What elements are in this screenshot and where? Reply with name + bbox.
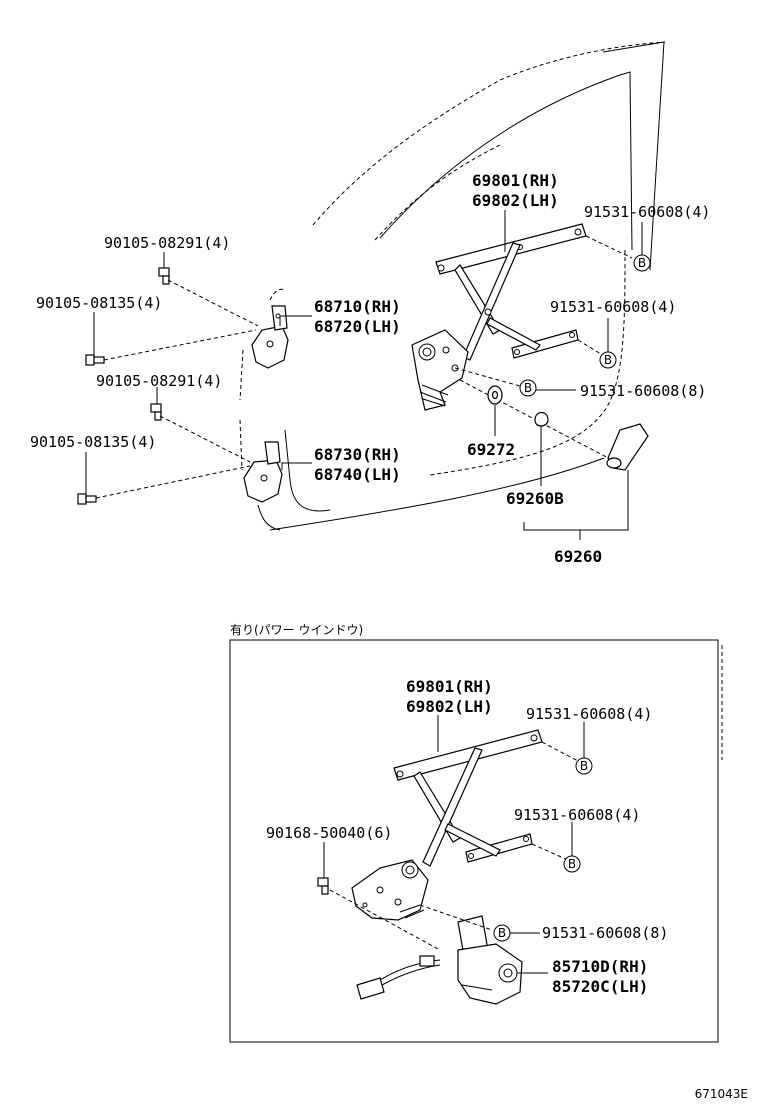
door-outline [239, 41, 666, 531]
label-85720c-lh: 85720C(LH) [552, 977, 648, 996]
power-window-box [229, 639, 719, 1043]
svg-text:B: B [604, 353, 612, 367]
reference-b-circle-icon: B B B [519, 254, 651, 397]
window-crank-handle-icon [534, 411, 649, 471]
svg-text:B: B [580, 759, 588, 773]
label-90105-08135-4-a: 90105-08135(4) [36, 294, 162, 312]
label-91531-60608-4-d: 91531-60608(4) [514, 806, 640, 824]
label-69260: 69260 [554, 547, 602, 566]
label-69260b: 69260B [506, 489, 564, 508]
label-91531-60608-4-b: 91531-60608(4) [550, 298, 676, 316]
label-69801-rh-box: 69801(RH) [406, 677, 493, 696]
label-68710-rh: 68710(RH) [314, 297, 401, 316]
label-90105-08135-4-b: 90105-08135(4) [30, 433, 156, 451]
label-85710d-rh: 85710D(RH) [552, 957, 648, 976]
door-hinge-icon-upper [251, 305, 289, 369]
reference-b-circle-icon-lower: B B B [493, 757, 593, 942]
label-68730-rh: 68730(RH) [314, 445, 401, 464]
label-69272: 69272 [467, 440, 515, 459]
svg-text:B: B [524, 381, 532, 395]
window-regulator-icon-lower [351, 729, 543, 921]
label-68740-lh: 68740(LH) [314, 465, 401, 484]
label-69801-rh: 69801(RH) [472, 171, 559, 190]
label-90105-08291-4-b: 90105-08291(4) [96, 372, 222, 390]
washer-icon [487, 385, 503, 405]
label-91531-60608-8-a: 91531-60608(8) [580, 382, 706, 400]
power-window-motor-icon [356, 915, 523, 1005]
label-69802-lh-box: 69802(LH) [406, 697, 493, 716]
label-90168-50040-6: 90168-50040(6) [266, 824, 392, 842]
svg-text:B: B [638, 256, 646, 270]
box-caption: 有り(パワー ウインドウ) [230, 623, 363, 637]
label-91531-60608-4-a: 91531-60608(4) [584, 203, 710, 221]
label-69802-lh: 69802(LH) [472, 191, 559, 210]
figure-id: 671043E [695, 1087, 748, 1101]
label-91531-60608-4-c: 91531-60608(4) [526, 705, 652, 723]
label-68720-lh: 68720(LH) [314, 317, 401, 336]
label-91531-60608-8-b: 91531-60608(8) [542, 924, 668, 942]
window-regulator-icon [411, 223, 587, 411]
door-hinge-icon-lower [243, 441, 283, 503]
svg-text:B: B [568, 857, 576, 871]
label-90105-08291-4-a: 90105-08291(4) [104, 234, 230, 252]
svg-text:B: B [498, 926, 506, 940]
bolt-icon-lower [317, 877, 329, 895]
